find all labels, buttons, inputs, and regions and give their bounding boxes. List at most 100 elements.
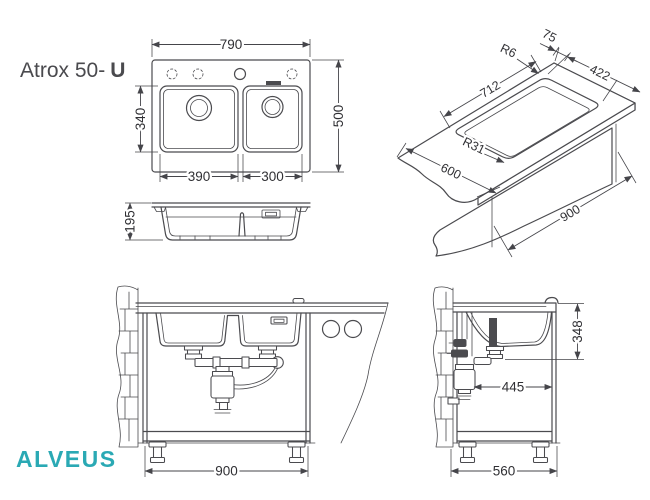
dim-drain-offset: 445 <box>473 350 553 397</box>
left-drain-inner-icon <box>190 99 208 117</box>
drain-flange <box>488 349 502 356</box>
body-outline <box>160 206 302 241</box>
tap-hole-optional-icon <box>286 68 298 80</box>
cabinet-leg <box>531 441 550 464</box>
trap-nut <box>211 370 234 377</box>
left-bowl <box>159 85 239 153</box>
overflow-front <box>261 209 281 219</box>
dimension-label: 300 <box>261 169 284 184</box>
cabinet-leg <box>148 441 167 464</box>
valve-stubs <box>446 342 454 354</box>
dimension-label: 422 <box>587 62 612 84</box>
trap-step <box>215 397 230 404</box>
right-bowl <box>242 85 303 153</box>
dimension-label: 560 <box>493 464 516 479</box>
bowl-section-outer <box>465 311 553 348</box>
right-drain-flange <box>257 345 278 351</box>
left-drain-flange <box>184 353 203 360</box>
right-drain-icon <box>261 95 284 119</box>
pipe-coupling <box>241 356 250 369</box>
trap-wall-elbow <box>447 397 460 405</box>
wall-bricks <box>118 291 139 442</box>
dim-left-bowl-width: 390 <box>159 154 239 186</box>
install-front-section: 900 <box>115 285 389 481</box>
worktop-break-line <box>340 302 389 444</box>
bowls-inner <box>160 312 298 344</box>
bowl-divider <box>238 212 246 237</box>
dimension-label: 348 <box>570 320 585 343</box>
waste-elbow <box>473 356 492 366</box>
sink-outline <box>151 59 311 173</box>
dimension-label: 195 <box>123 210 138 233</box>
left-drain-flange <box>186 349 201 355</box>
dimension-label: 500 <box>331 105 346 128</box>
brand-logo: ALVEUS <box>16 446 117 472</box>
dimension-label: R6 <box>498 41 519 61</box>
product-model: Atrox 50- <box>20 59 105 82</box>
overflow-slot <box>266 81 281 85</box>
supply-hole-icon <box>321 319 341 339</box>
trap-step <box>457 388 472 395</box>
wall-outline <box>115 285 139 448</box>
plan-view: 790 500 340 390 300 <box>131 35 349 187</box>
wall-bricks <box>435 291 454 442</box>
drain-flange <box>486 353 504 360</box>
trap-rings <box>456 395 472 400</box>
right-bowl-inner <box>246 89 299 149</box>
popup-knob <box>292 297 305 304</box>
product-variant: U <box>110 59 125 82</box>
bowl-rim-below <box>464 86 590 157</box>
left-drain-flange <box>183 345 204 351</box>
dim-right-bowl-width: 300 <box>242 154 303 186</box>
bowl-section-inner <box>470 311 549 344</box>
dimension-label: 340 <box>133 108 148 131</box>
cabinet-leg <box>287 441 306 464</box>
trap-body <box>210 375 235 399</box>
left-drain-icon <box>185 94 213 122</box>
dimension-label: 390 <box>188 169 211 184</box>
page-title: Atrox 50-U <box>20 59 125 82</box>
dim-bowl-height: 195 <box>120 202 163 241</box>
cabinet-leg <box>458 441 477 464</box>
base-pads <box>179 235 282 240</box>
worktop-section <box>135 302 389 314</box>
cutout-outline <box>455 78 599 159</box>
drain-flange <box>485 345 505 352</box>
dim-cabinet-depth: 560 <box>450 446 558 481</box>
front-elevation-view: 195 <box>120 202 311 241</box>
sink-rim <box>151 202 311 208</box>
overflow-cover <box>270 316 288 325</box>
right-drain-flange <box>260 349 275 355</box>
supply-hole-icon <box>343 319 363 339</box>
tap-hole-optional-icon <box>166 68 178 80</box>
sink-rim-profile <box>544 296 559 304</box>
angle-valve <box>451 349 468 358</box>
dimension-label: 900 <box>215 464 238 479</box>
tap-hole-icon <box>233 67 247 81</box>
trap-rings <box>213 409 232 414</box>
worktop-section <box>452 302 557 313</box>
dimension-label: 445 <box>502 380 525 395</box>
angle-valve <box>453 339 467 347</box>
dimension-label: 790 <box>220 37 243 52</box>
trap-nut <box>454 363 475 371</box>
dimension-label: 75 <box>540 27 559 46</box>
overflow-cover-inner <box>273 318 285 323</box>
trap-tee <box>215 365 230 373</box>
overflow-pipe <box>230 364 280 390</box>
left-bowl-inner <box>163 89 235 149</box>
waste-pipe <box>194 357 278 368</box>
rim-clips <box>153 206 309 212</box>
dim-mount-depth: 348 <box>505 303 587 360</box>
trap-body <box>453 368 476 391</box>
trap-outlet <box>218 401 229 411</box>
install-side-section: 348 445 560 <box>432 286 587 481</box>
cabinet-carcass <box>142 312 311 444</box>
dim-overall-depth: 500 <box>312 59 348 173</box>
overflow-front-inner <box>265 211 277 217</box>
supply-pipes <box>461 311 473 357</box>
tap-hole-optional-icon <box>192 68 204 80</box>
wall-outline <box>432 286 454 448</box>
